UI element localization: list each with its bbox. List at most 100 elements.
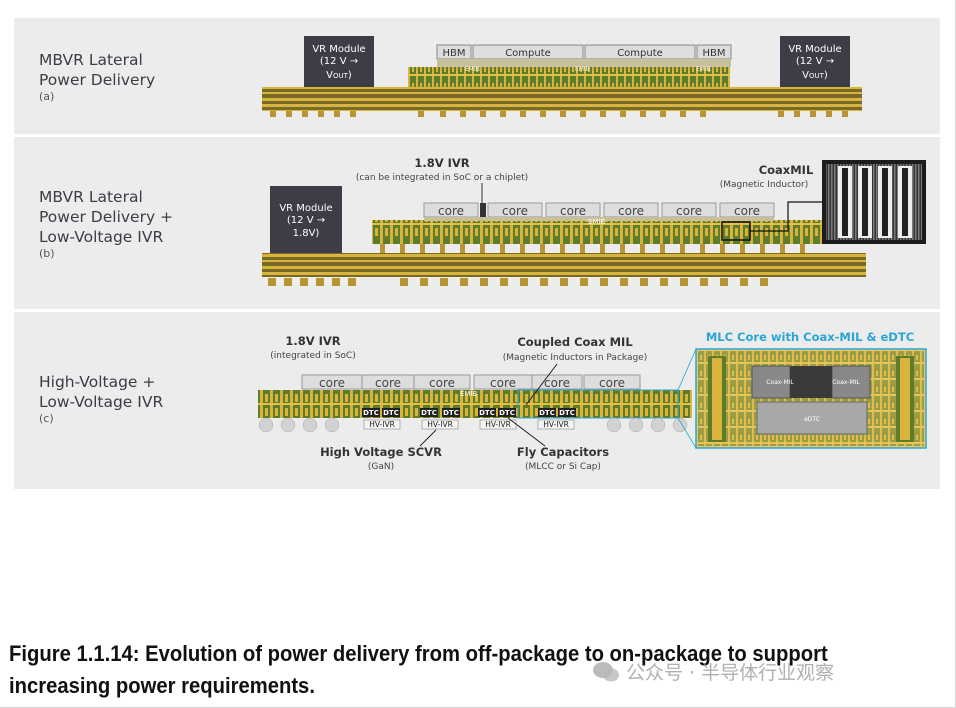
- svg-text:HV-IVR: HV-IVR: [543, 420, 569, 429]
- dtc-block: DTC: [442, 408, 460, 417]
- ivr-label: 1.8V IVR: [414, 156, 469, 170]
- svg-text:DTC: DTC: [499, 409, 515, 417]
- motherboard: [262, 253, 866, 277]
- dtc-block: DTC: [382, 408, 400, 417]
- svg-text:core: core: [438, 204, 464, 218]
- panel-c-title: High-Voltage + Low-Voltage IVR (c): [39, 372, 163, 425]
- core-die: core: [583, 374, 641, 390]
- mlc-connector: [677, 348, 697, 391]
- svg-text:core: core: [375, 376, 401, 390]
- ivr-note: (can be integrated in SoC or a chiplet): [356, 173, 528, 183]
- svg-text:core: core: [319, 376, 345, 390]
- panel-a-drawing: HBM Compute Compute HBM EMIB EMIB EMIB V…: [262, 36, 862, 117]
- ivr-label: 1.8V IVR: [285, 334, 340, 348]
- panel-sub-label: (a): [39, 90, 55, 103]
- svg-text:Compute: Compute: [505, 48, 551, 59]
- svg-text:DTC: DTC: [383, 409, 399, 417]
- svg-text:DTC: DTC: [559, 409, 575, 417]
- title-line: High-Voltage +: [39, 373, 156, 391]
- svg-text:HV-IVR: HV-IVR: [427, 420, 453, 429]
- svg-text:core: core: [490, 376, 516, 390]
- hv-ivr-block: HV-IVR: [537, 419, 575, 430]
- panel-a-title: MBVR Lateral Power Delivery (a): [39, 50, 155, 103]
- core-die: core: [531, 374, 583, 390]
- dtc-block: DTC: [558, 408, 576, 417]
- ivr-chiplet: [480, 203, 486, 217]
- svg-text:DTC: DTC: [363, 409, 379, 417]
- svg-text:DTC: DTC: [421, 409, 437, 417]
- svg-text:core: core: [618, 204, 644, 218]
- die-hbm: HBM: [696, 44, 732, 60]
- watermark-text: 公众号 · 半导体行业观察: [626, 662, 835, 684]
- scvr-note: (GaN): [368, 462, 394, 472]
- vr-module-right: VR Module (12 V → VOUT): [780, 36, 850, 87]
- svg-text:core: core: [544, 376, 570, 390]
- svg-text:DTC: DTC: [443, 409, 459, 417]
- edtc-label: eDTC: [804, 416, 820, 423]
- fly-cap-leader-line: [507, 417, 546, 447]
- coaxmil-label: CoaxMIL: [759, 163, 814, 177]
- svg-text:HV-IVR: HV-IVR: [485, 420, 511, 429]
- core-die: core: [661, 202, 717, 218]
- coaxmil-leader-line: [525, 363, 558, 406]
- svg-text:core: core: [599, 376, 625, 390]
- core-die: core: [473, 374, 533, 390]
- fly-capacitors-label: Fly Capacitors: [517, 445, 609, 459]
- package-substrate: [258, 390, 692, 418]
- core-die: core: [361, 374, 415, 390]
- mlc-highlight: [517, 389, 679, 419]
- core-die: core: [719, 202, 775, 218]
- scvr-label: High Voltage SCVR: [320, 445, 442, 459]
- svg-text:VR Module: VR Module: [788, 44, 841, 55]
- wechat-icon: [593, 661, 619, 681]
- emib-label: EMIB: [696, 66, 711, 73]
- mlc-connector: [677, 417, 697, 449]
- mlc-core-inset: Coax-MIL Coax-MIL eDTC: [695, 348, 927, 449]
- dtc-block: DTC: [538, 408, 556, 417]
- vr-module-left: VR Module (12 V → VOUT): [304, 36, 374, 87]
- title-line: Power Delivery: [39, 71, 156, 89]
- core-die: core: [301, 374, 363, 390]
- die-base: [437, 59, 731, 67]
- svg-text:VR Module: VR Module: [279, 203, 332, 214]
- svg-text:(12 V →: (12 V →: [320, 56, 358, 67]
- dtc-block: DTC: [498, 408, 516, 417]
- vr-module: VR Module (12 V → 1.8V): [270, 186, 342, 253]
- svg-text:HBM: HBM: [702, 48, 725, 59]
- coaxmil-note: (Magnetic Inductor): [720, 180, 809, 190]
- coaxmil-label-small: Coax-MIL: [766, 379, 794, 386]
- package-substrate: [408, 67, 730, 87]
- watermark: 公众号 · 半导体行业观察: [592, 658, 834, 685]
- svg-text:VR Module: VR Module: [312, 44, 365, 55]
- mlc-title: MLC Core with Coax-MIL & eDTC: [706, 330, 914, 344]
- svg-text:HBM: HBM: [442, 48, 465, 59]
- svg-text:core: core: [429, 376, 455, 390]
- hv-ivr-block: HV-IVR: [479, 419, 517, 430]
- core-die: core: [603, 202, 659, 218]
- svg-text:VOUT): VOUT): [802, 70, 828, 81]
- dtc-block: DTC: [362, 408, 380, 417]
- emib-label: EMIB: [588, 218, 606, 226]
- title-line: Low-Voltage IVR: [39, 228, 164, 246]
- svg-text:(12 V →: (12 V →: [796, 56, 834, 67]
- panel-sub-label: (c): [39, 412, 54, 425]
- svg-text:core: core: [734, 204, 760, 218]
- core-die: core: [545, 202, 601, 218]
- title-line: Low-Voltage IVR: [39, 393, 164, 411]
- panel-c-drawing: core core core core core core EMIB DTC D…: [258, 330, 927, 472]
- coaxmil-connector: [750, 201, 822, 232]
- scvr-leader-line: [419, 429, 437, 447]
- svg-text:DTC: DTC: [539, 409, 555, 417]
- emib-label: EMIB: [465, 66, 480, 73]
- svg-text:DTC: DTC: [479, 409, 495, 417]
- motherboard: [262, 87, 862, 117]
- emib-label: EMIB: [575, 66, 590, 73]
- panel-b-title: MBVR Lateral Power Delivery + Low-Voltag…: [39, 187, 173, 260]
- hv-ivr-block: HV-IVR: [363, 419, 401, 430]
- caption-line: increasing power requirements.: [9, 673, 315, 698]
- title-line: MBVR Lateral: [39, 51, 143, 69]
- emib-label: EMIB: [460, 390, 478, 398]
- coupled-coaxmil-note: (Magnetic Inductors in Package): [503, 353, 647, 363]
- title-line: Power Delivery +: [39, 208, 174, 226]
